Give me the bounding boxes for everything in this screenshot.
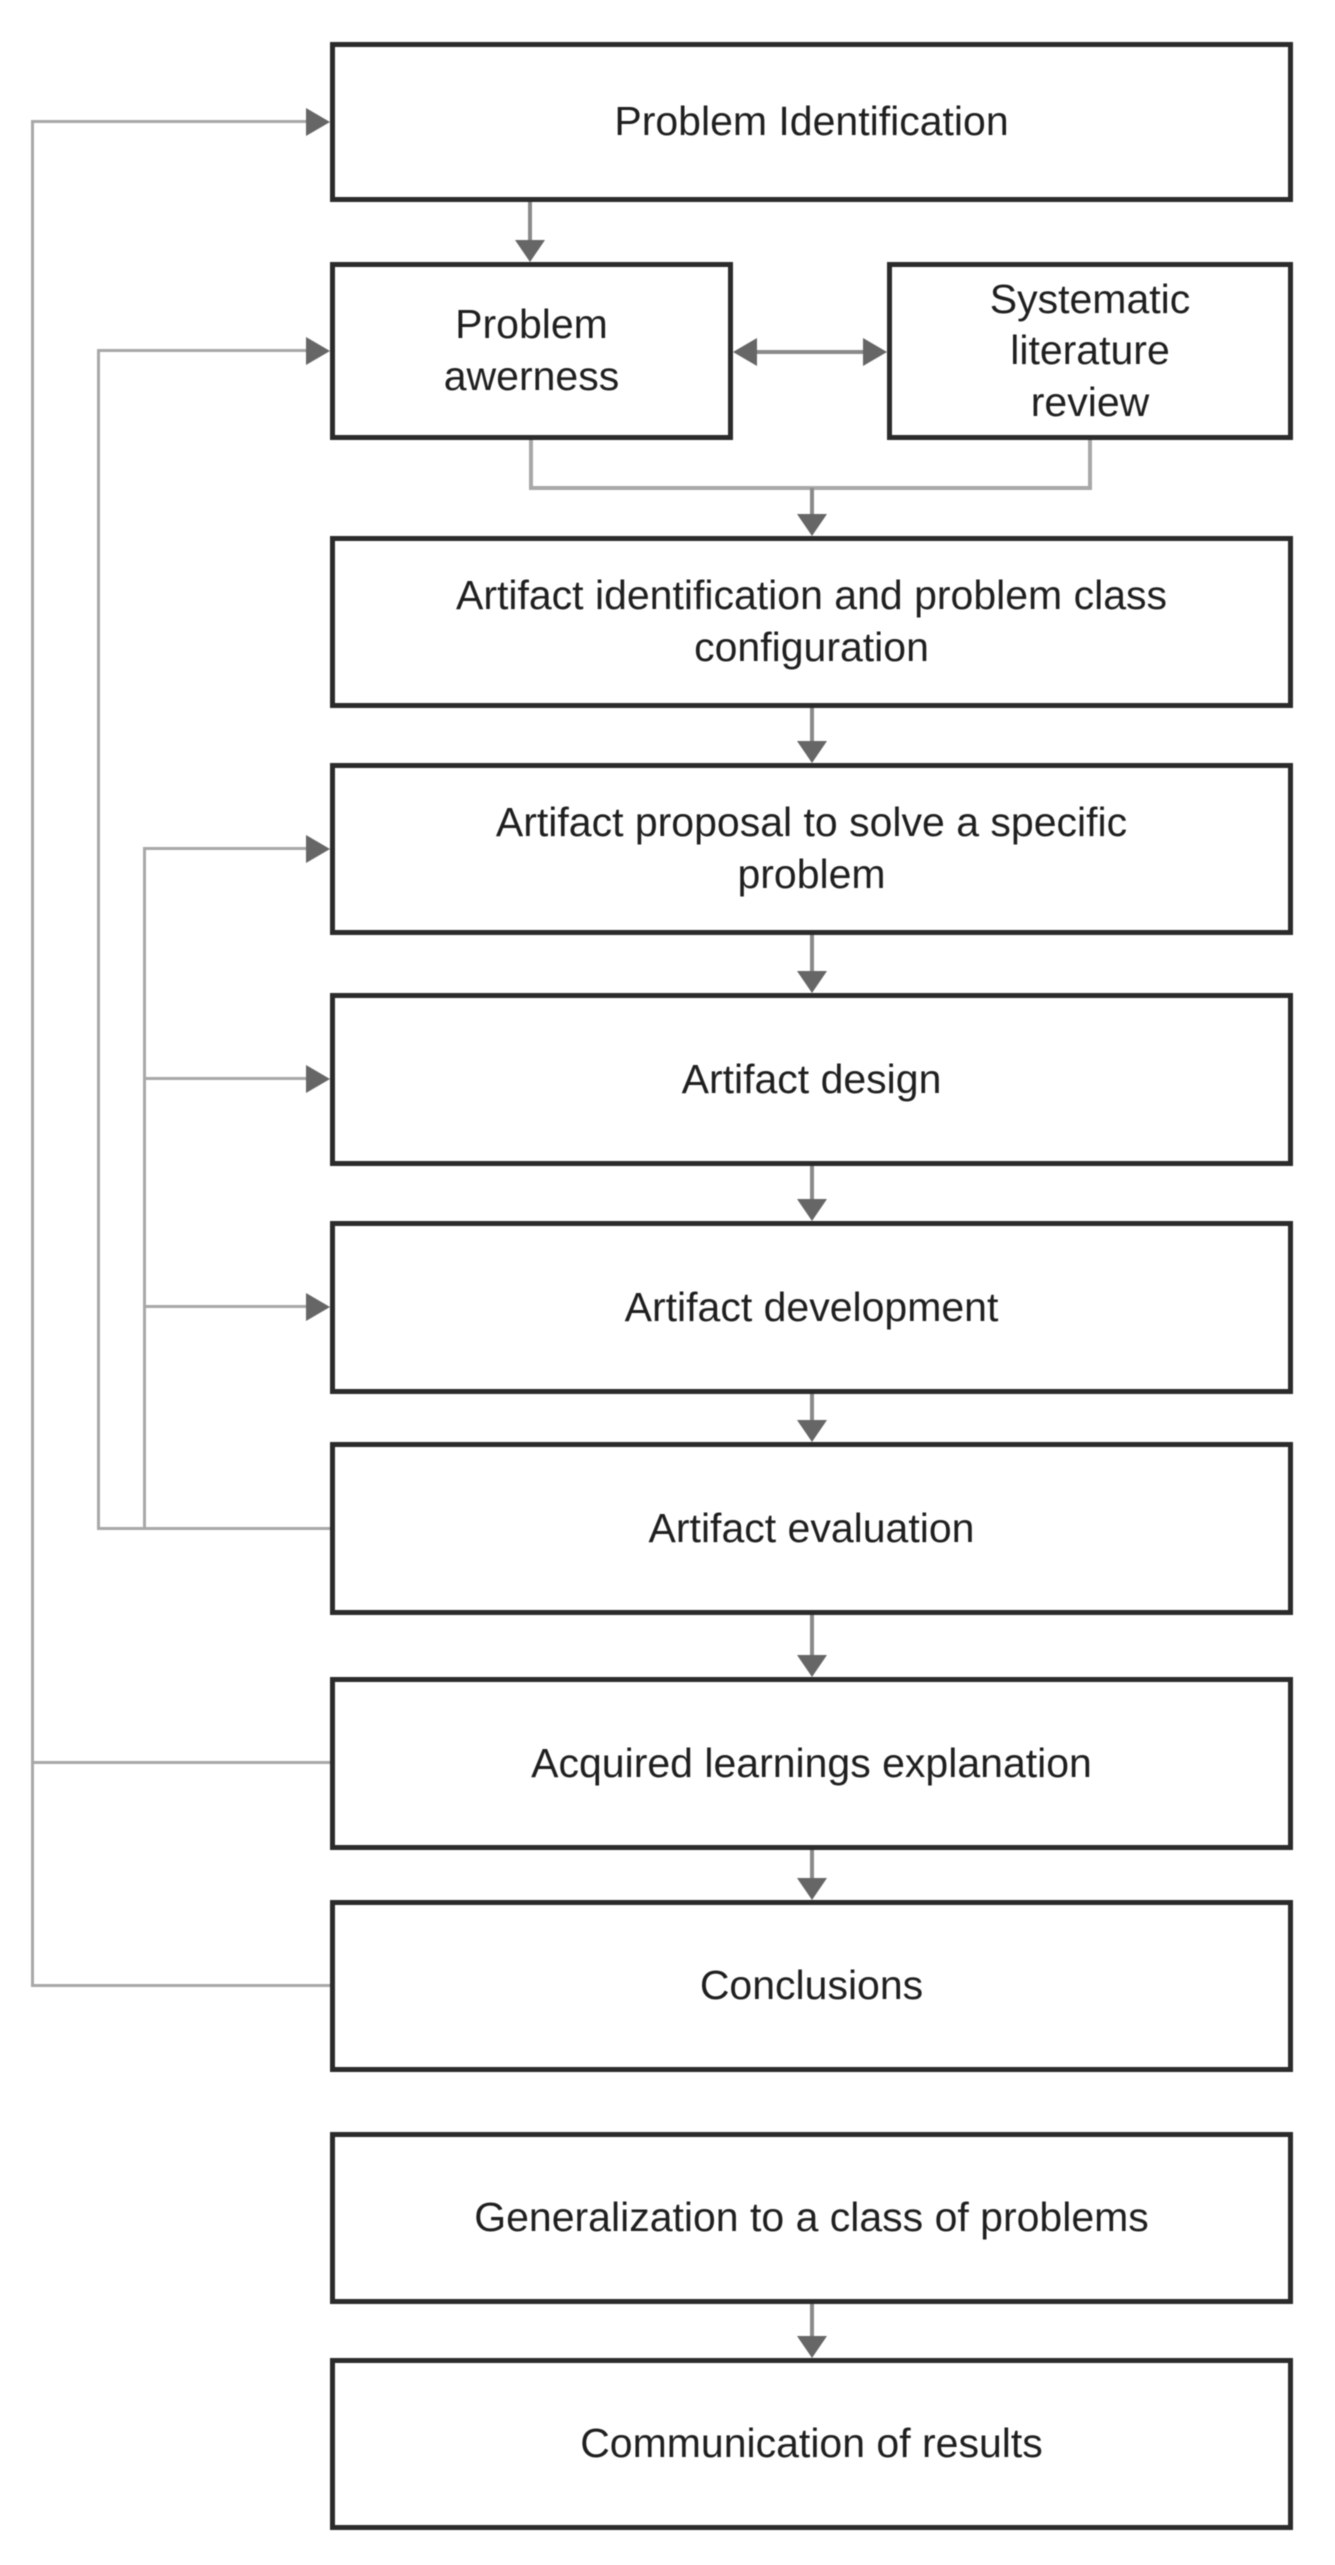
node-artifact-evaluation: Artifact evaluation bbox=[330, 1442, 1293, 1615]
feedback-arrowhead-into-artifact-proposal-icon bbox=[306, 835, 330, 863]
flow-arrowhead-generalization-to-communication-icon bbox=[797, 2336, 827, 2358]
flow-arrow-evaluation-to-learnings-line bbox=[810, 1615, 814, 1657]
flow-arrow-merge-to-artifact-identification-line bbox=[810, 488, 814, 516]
node-acquired-learnings: Acquired learnings explanation bbox=[330, 1677, 1293, 1850]
node-label-problem-identification: Problem Identification bbox=[614, 98, 1009, 145]
node-label-artifact-proposal: Artifact proposal to solve a specific pr… bbox=[495, 799, 1128, 897]
node-label-problem-awerness: Problem awerness bbox=[443, 301, 620, 399]
node-label-artifact-development: Artifact development bbox=[624, 1283, 999, 1330]
node-label-artifact-identification: Artifact identification and problem clas… bbox=[455, 572, 1167, 670]
feedback-branch-into-problem-awerness bbox=[97, 349, 306, 352]
feedback-arrowhead-into-problem-awerness-icon bbox=[306, 337, 330, 365]
feedback-branch-into-problem-identification bbox=[31, 120, 306, 123]
node-systematic-literature-review: Systematic literature review bbox=[887, 262, 1293, 440]
node-generalization: Generalization to a class of problems bbox=[330, 2132, 1293, 2304]
node-artifact-proposal: Artifact proposal to solve a specific pr… bbox=[330, 763, 1293, 935]
node-artifact-identification: Artifact identification and problem clas… bbox=[330, 536, 1293, 708]
node-label-generalization: Generalization to a class of problems bbox=[474, 2194, 1149, 2241]
flow-arrow-development-to-evaluation-line bbox=[810, 1394, 814, 1422]
node-label-conclusions: Conclusions bbox=[699, 1962, 924, 2009]
node-label-artifact-evaluation: Artifact evaluation bbox=[648, 1504, 975, 1551]
feedback-branch-into-artifact-proposal bbox=[143, 847, 306, 850]
flow-arrow-learnings-to-conclusions-line bbox=[810, 1850, 814, 1880]
node-artifact-design: Artifact design bbox=[330, 993, 1293, 1166]
feedback-rail-to-problem-identification bbox=[31, 120, 34, 1986]
node-artifact-development: Artifact development bbox=[330, 1221, 1293, 1394]
bidirectional-arrowhead-right-icon bbox=[863, 338, 887, 366]
node-problem-awerness: Problem awerness bbox=[330, 262, 733, 440]
feedback-branch-from-acquired-learnings bbox=[31, 1761, 330, 1764]
flow-arrowhead-development-to-evaluation-icon bbox=[797, 1420, 827, 1442]
flow-arrowhead-evaluation-to-learnings-icon bbox=[797, 1655, 827, 1677]
feedback-arrowhead-into-problem-identification-icon bbox=[306, 108, 330, 136]
node-label-acquired-learnings: Acquired learnings explanation bbox=[531, 1739, 1092, 1786]
flow-arrowhead-merge-to-artifact-identification-icon bbox=[797, 514, 827, 536]
feedback-arrowhead-into-artifact-design-icon bbox=[306, 1065, 330, 1093]
flow-arrow-generalization-to-communication-line bbox=[810, 2304, 814, 2338]
flow-arrowhead-identification-to-proposal-icon bbox=[797, 741, 827, 763]
flow-arrow-identification-to-proposal-line bbox=[810, 708, 814, 743]
node-problem-identification: Problem Identification bbox=[330, 42, 1293, 202]
flow-arrowhead-learnings-to-conclusions-icon bbox=[797, 1878, 827, 1900]
flow-arrowhead-identification-to-awerness-icon bbox=[515, 240, 545, 262]
feedback-branch-into-artifact-development bbox=[143, 1305, 306, 1308]
flow-arrowhead-proposal-to-design-icon bbox=[797, 971, 827, 993]
bidirectional-arrowhead-left-icon bbox=[733, 338, 757, 366]
flow-arrowhead-design-to-development-icon bbox=[797, 1199, 827, 1221]
node-label-systematic-literature-review: Systematic literature review bbox=[989, 275, 1191, 425]
merge-stub-from-slr bbox=[1088, 440, 1092, 488]
feedback-rail-evaluation-to-build-stages bbox=[143, 847, 146, 1529]
feedback-branch-from-artifact-evaluation bbox=[97, 1527, 330, 1530]
node-conclusions: Conclusions bbox=[330, 1900, 1293, 2072]
flow-arrow-design-to-development-line bbox=[810, 1166, 814, 1201]
node-communication: Communication of results bbox=[330, 2358, 1293, 2530]
feedback-rail-evaluation-to-awerness bbox=[97, 350, 100, 1529]
node-label-artifact-design: Artifact design bbox=[681, 1055, 942, 1102]
bidirectional-arrow-awerness-slr-line bbox=[755, 350, 865, 354]
flow-arrow-proposal-to-design-line bbox=[810, 935, 814, 973]
feedback-arrowhead-into-artifact-development-icon bbox=[306, 1293, 330, 1321]
node-label-communication: Communication of results bbox=[580, 2420, 1043, 2467]
feedback-branch-into-artifact-design bbox=[143, 1077, 306, 1080]
feedback-branch-from-conclusions bbox=[31, 1984, 330, 1987]
flow-arrow-identification-to-awerness-line bbox=[528, 202, 532, 242]
merge-stub-from-problem-awerness bbox=[529, 440, 533, 488]
